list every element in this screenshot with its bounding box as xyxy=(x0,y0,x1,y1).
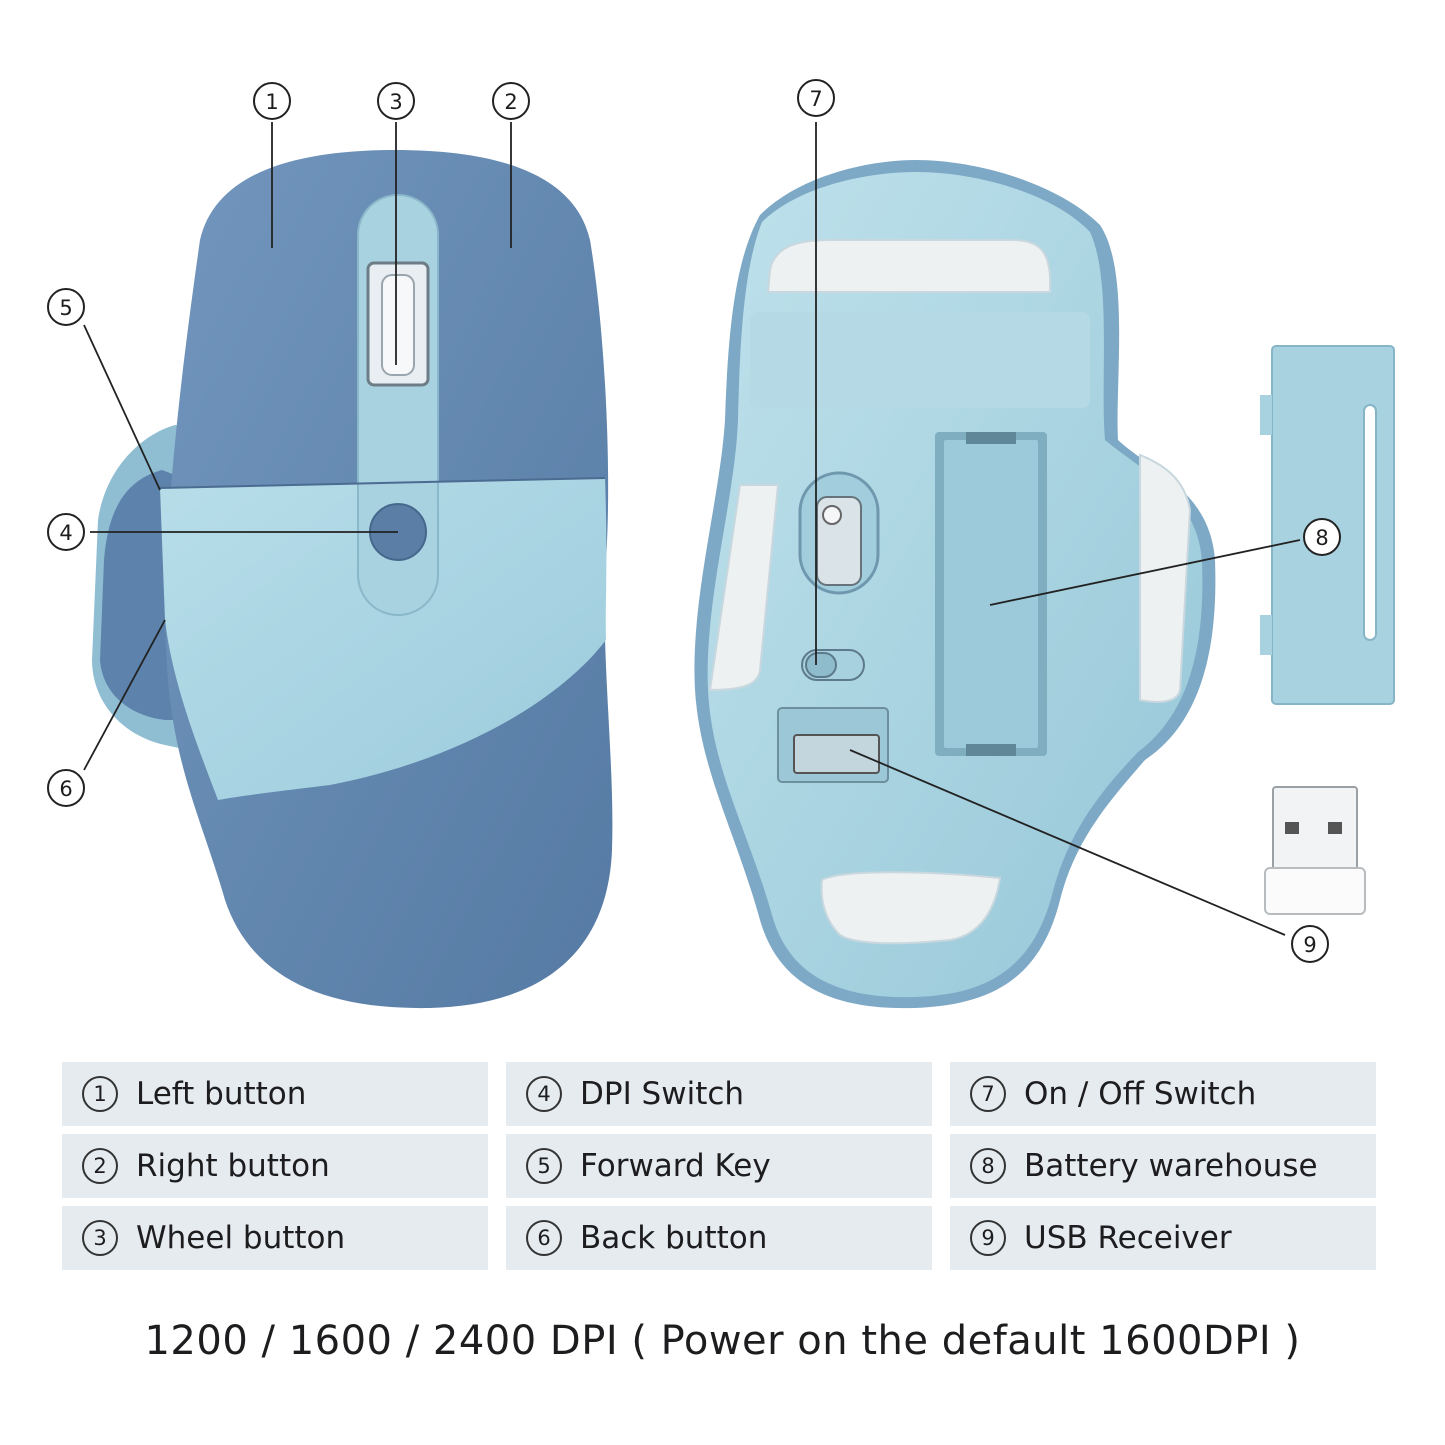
battery-contact-top xyxy=(966,432,1016,444)
legend-label: Left button xyxy=(136,1076,307,1112)
receiver-in-slot xyxy=(793,734,880,774)
legend-number: 4 xyxy=(526,1076,562,1112)
sensor-lens xyxy=(822,505,842,525)
power-switch-knob xyxy=(805,652,837,678)
svg-text:9: 9 xyxy=(1303,933,1316,957)
legend-item-back-button: 6 Back button xyxy=(506,1206,932,1270)
legend-item-wheel-button: 3 Wheel button xyxy=(62,1206,488,1270)
legend-label: DPI Switch xyxy=(580,1076,745,1112)
mouse-palm-light xyxy=(160,478,607,800)
legend-number: 2 xyxy=(82,1148,118,1184)
svg-text:4: 4 xyxy=(59,521,72,545)
legend-number: 3 xyxy=(82,1220,118,1256)
legend-number: 7 xyxy=(970,1076,1006,1112)
legend-label: Right button xyxy=(136,1148,330,1184)
svg-text:8: 8 xyxy=(1315,526,1328,550)
callout-5: 5 xyxy=(47,288,85,326)
leader-lines xyxy=(83,122,1301,936)
callout-1: 1 xyxy=(253,82,291,120)
legend-label: Wheel button xyxy=(136,1220,346,1256)
svg-text:2: 2 xyxy=(504,90,517,114)
legend-label: USB Receiver xyxy=(1024,1220,1232,1256)
legend-item-right-button: 2 Right button xyxy=(62,1134,488,1198)
legend-label: Back button xyxy=(580,1220,768,1256)
callout-3: 3 xyxy=(377,82,415,120)
dpi-footnote: 1200 / 1600 / 2400 DPI ( Power on the de… xyxy=(144,1318,1301,1364)
scroll-wheel-center xyxy=(381,274,415,376)
callout-6: 6 xyxy=(47,769,85,807)
legend-label: Battery warehouse xyxy=(1024,1148,1318,1184)
callout-7: 7 xyxy=(797,79,835,117)
svg-text:5: 5 xyxy=(59,296,72,320)
legend-item-battery: 8 Battery warehouse xyxy=(950,1134,1376,1198)
legend-label: On / Off Switch xyxy=(1024,1076,1257,1112)
legend-number: 9 xyxy=(970,1220,1006,1256)
mouse-diagram: 1 3 2 5 4 6 7 8 9 xyxy=(47,79,1395,1009)
callout-9: 9 xyxy=(1291,925,1329,963)
callout-8: 8 xyxy=(1303,518,1341,556)
legend-number: 6 xyxy=(526,1220,562,1256)
svg-text:6: 6 xyxy=(59,777,72,801)
callout-2: 2 xyxy=(492,82,530,120)
svg-text:1: 1 xyxy=(265,90,278,114)
button-seam xyxy=(159,477,606,489)
foot-pad-right xyxy=(1139,453,1192,703)
legend-table: 1 Left button 4 DPI Switch 7 On / Off Sw… xyxy=(62,1062,1376,1274)
legend-label: Forward Key xyxy=(580,1148,771,1184)
legend-item-usb-receiver: 9 USB Receiver xyxy=(950,1206,1376,1270)
legend-item-forward-key: 5 Forward Key xyxy=(506,1134,932,1198)
legend-item-power-switch: 7 On / Off Switch xyxy=(950,1062,1376,1126)
foot-pad-left xyxy=(708,484,780,692)
mouse-bottom-view xyxy=(694,160,1216,1009)
legend-number: 8 xyxy=(970,1148,1006,1184)
legend-item-dpi-switch: 4 DPI Switch xyxy=(506,1062,932,1126)
battery-contact-bottom xyxy=(966,744,1016,756)
foot-pad-top xyxy=(766,239,1052,293)
bottom-panel xyxy=(750,312,1090,408)
legend-item-left-button: 1 Left button xyxy=(62,1062,488,1126)
foot-pad-bottom xyxy=(820,871,1002,945)
mouse-top-view xyxy=(92,150,613,1009)
usb-receiver xyxy=(1264,786,1366,915)
svg-text:7: 7 xyxy=(809,87,822,111)
legend-number: 5 xyxy=(526,1148,562,1184)
callout-4: 4 xyxy=(47,513,85,551)
battery-compartment-inner xyxy=(944,440,1038,748)
legend-number: 1 xyxy=(82,1076,118,1112)
svg-text:3: 3 xyxy=(389,90,402,114)
